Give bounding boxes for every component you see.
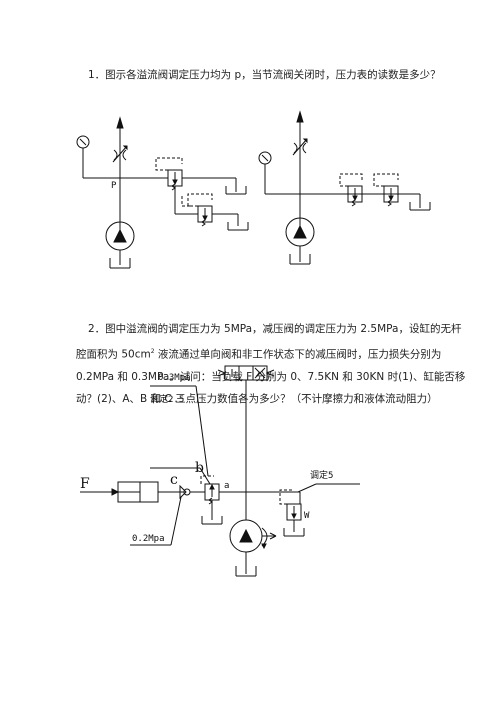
question-2-line-4: 动？(2)、A、B 和 C 三点压力数值各为多少？（不计摩擦力和液体流动阻力） (76, 393, 438, 405)
question-2-line-1: 2．图中溢流阀的调定压力为 5MPa，减压阀的调定压力为 2.5MPa，设缸的无… (88, 323, 462, 335)
point-b-label: b (195, 460, 204, 476)
relief-setting-label: 调定5 (310, 469, 333, 481)
question-2-text: 2．图中溢流阀的调定压力为 5MPa，减压阀的调定压力为 2.5MPa，设缸的无… (76, 318, 466, 411)
pressure-loss-reducing-label: 0.3Mpa (158, 373, 191, 383)
hydraulic-circuit-figure-1: P (76, 110, 431, 269)
point-c-label: c (170, 472, 178, 488)
question-2-line-2: 腔面积为 50cm2 液流通过单向阀和非工作状态下的减压阀时，压力损失分别为 (76, 341, 441, 366)
area-unit-superscript: 2 (150, 347, 155, 355)
question-2-line-2-b: 液流通过单向阀和非工作状态下的减压阀时，压力损失分别为 (154, 348, 442, 360)
question-1-text: 1．图示各溢流阀调定压力均为 p，当节流阀关闭时，压力表的读数是多少？ (88, 69, 441, 81)
question-2-line-2-a: 腔面积为 50cm (76, 348, 151, 360)
relief-valve-w-label: W (304, 511, 310, 521)
pressure-point-p-label: P (111, 181, 117, 191)
point-a-label: a (224, 481, 229, 491)
load-f-label: F (80, 476, 90, 492)
pressure-loss-check-label: 0.2Mpa (132, 534, 165, 544)
question-2-line-3: 0.2MPa 和 0.3MPa。试问：当负载 F 分别为 0、7.5KN 和 3… (76, 370, 466, 383)
reducing-setting-label: 调定2.5 (150, 393, 184, 405)
